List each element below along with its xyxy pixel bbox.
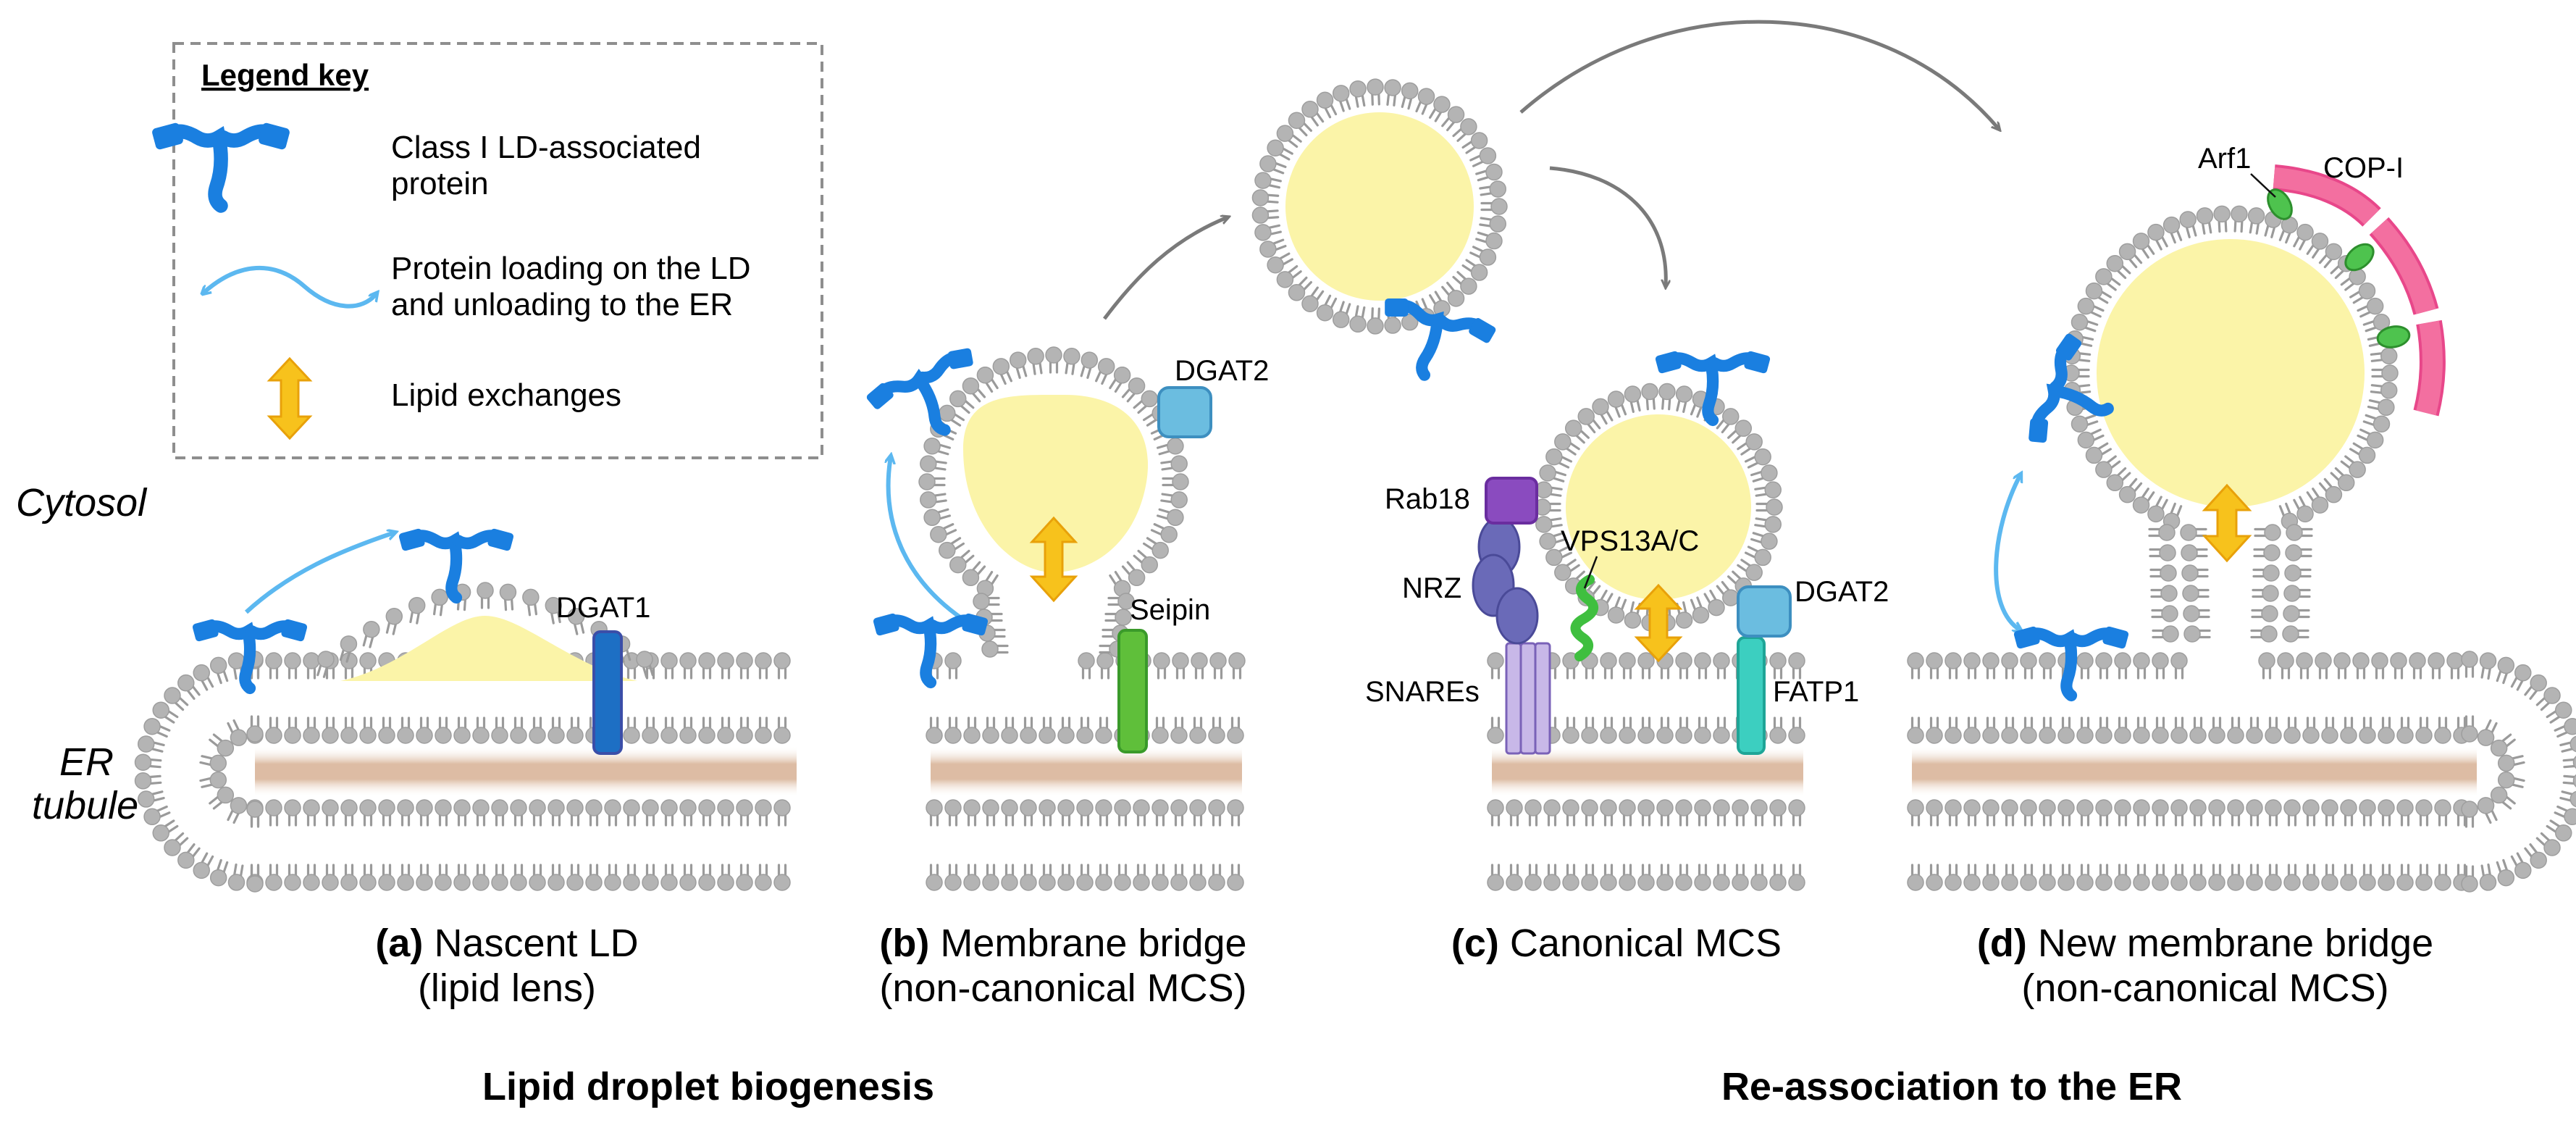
class-i-protein	[1655, 351, 1771, 427]
copi-coat	[2273, 164, 2446, 417]
vps13-pointer	[1583, 556, 1598, 589]
panel-b-caption: (b) Membrane bridge	[879, 922, 1246, 965]
lipid-droplets	[918, 78, 2399, 658]
loading-arrow-b	[889, 456, 965, 622]
rab18-protein	[1485, 477, 1538, 525]
free-lipid-droplet	[1285, 112, 1474, 301]
ld-core-c	[1566, 414, 1751, 600]
panel-a-caption: (a) Nascent LD	[375, 922, 638, 965]
fatp1-label: FATP1	[1773, 676, 1859, 708]
panel-d-caption: (d) New membrane bridge	[1977, 922, 2433, 965]
arf1-label: Arf1	[2198, 143, 2251, 175]
seipin-protein	[1117, 629, 1148, 753]
section-left-title: Lipid droplet biogenesis	[482, 1065, 934, 1108]
class-i-protein-icon	[152, 122, 290, 213]
dgat2-protein-b	[1157, 386, 1212, 438]
er-bilayer-d	[1907, 651, 2576, 893]
nascent-lens-core	[340, 616, 637, 681]
loading-arrow-a	[244, 532, 395, 614]
rab18-label: Rab18	[1385, 483, 1470, 515]
panel-d: Arf1 COP-I	[1994, 143, 2446, 630]
vps13-protein	[1570, 575, 1598, 661]
legend-item-2-line-1: Protein loading on the LD	[391, 251, 751, 286]
class-i-protein	[2013, 626, 2129, 702]
loading-arrow-d	[1994, 475, 2021, 630]
panel-d-title: New membrane bridge	[2038, 922, 2433, 965]
ld-core-d	[2097, 239, 2365, 507]
class-i-protein	[873, 613, 989, 689]
nrz-label: NRZ	[1402, 572, 1461, 604]
dgat1-protein	[592, 630, 623, 755]
class-i-protein	[1385, 298, 1496, 381]
class-i-proteins	[192, 298, 2129, 702]
ld-monolayer-d	[2063, 205, 2399, 643]
legend-title: Legend key	[201, 58, 369, 92]
panel-a-subtitle: (lipid lens)	[418, 966, 596, 1010]
er-label-line-1: ER	[59, 740, 114, 784]
ld-monolayer-c	[1534, 383, 1783, 632]
nrz-complex	[1472, 517, 1539, 645]
panel-d-subtitle: (non-canonical MCS)	[2021, 966, 2388, 1010]
panel-c-title: Canonical MCS	[1510, 922, 1782, 965]
lipid-exchange-arrow-b	[1029, 516, 1078, 603]
lipid-exchange-icon	[267, 356, 313, 440]
legend-item-2-line-2: and unloading to the ER	[391, 287, 733, 322]
lipid-exchange-arrow-c	[1634, 583, 1683, 663]
ld-monolayer-free	[1251, 78, 1508, 335]
dgat2-label-b: DGAT2	[1175, 355, 1269, 387]
section-right-title: Re-association to the ER	[1721, 1065, 2182, 1108]
arf1-pointer	[2250, 173, 2276, 198]
legend-item-1-line-1: Class I LD-associated	[391, 130, 701, 165]
panel-c-caption: (c) Canonical MCS	[1451, 922, 1782, 965]
transition-arrow-free-to-d	[1519, 20, 1999, 129]
panel-c: Rab18 NRZ SNAREs VPS13A/C DGAT2 FATP1	[1365, 414, 1889, 755]
transition-arrow-free-to-c	[1549, 166, 1666, 286]
snares-label: SNAREs	[1365, 676, 1480, 708]
panel-b-subtitle: (non-canonical MCS)	[879, 966, 1246, 1010]
er-bilayer-b	[926, 652, 1246, 891]
dgat1-label: DGAT1	[556, 592, 650, 624]
panel-a-title: Nascent LD	[434, 922, 638, 965]
snares-protein	[1505, 642, 1551, 755]
legend-item-3: Lipid exchanges	[391, 377, 621, 413]
class-i-protein	[192, 619, 308, 695]
class-i-protein	[866, 348, 973, 436]
arf1-proteins	[2267, 188, 2411, 348]
class-i-protein	[398, 528, 514, 604]
class-i-protein	[2029, 333, 2114, 443]
cytosol-label: Cytosol	[16, 481, 148, 525]
er-bilayer-a	[134, 651, 797, 893]
legend-box: Legend key Class I LD-associated protein…	[152, 42, 823, 459]
panel-c-letter: (c)	[1451, 922, 1499, 965]
protein-loading-arrow-icon	[203, 266, 377, 309]
ld-core-free	[1285, 112, 1474, 301]
dgat2-label-c: DGAT2	[1795, 576, 1889, 608]
transition-arrow-b-to-free	[1103, 217, 1228, 320]
ld-core-b	[963, 394, 1149, 572]
lipid-exchange-arrow-d	[2202, 483, 2252, 563]
fatp1-protein	[1737, 636, 1766, 755]
er-label-line-2: tubule	[32, 784, 138, 827]
vps13-label: VPS13A/C	[1561, 525, 1699, 557]
seipin-label: Seipin	[1130, 594, 1210, 626]
legend-item-1-line-2: protein	[391, 166, 489, 201]
panel-a: DGAT1	[244, 532, 650, 755]
panel-b-title: Membrane bridge	[940, 922, 1246, 965]
copi-label: COP-I	[2323, 152, 2404, 184]
panel-a-letter: (a)	[375, 922, 423, 965]
panel-d-letter: (d)	[1977, 922, 2027, 965]
panel-b-letter: (b)	[879, 922, 929, 965]
dgat2-protein-c	[1737, 585, 1792, 638]
panel-b: Seipin DGAT2	[889, 355, 1269, 753]
